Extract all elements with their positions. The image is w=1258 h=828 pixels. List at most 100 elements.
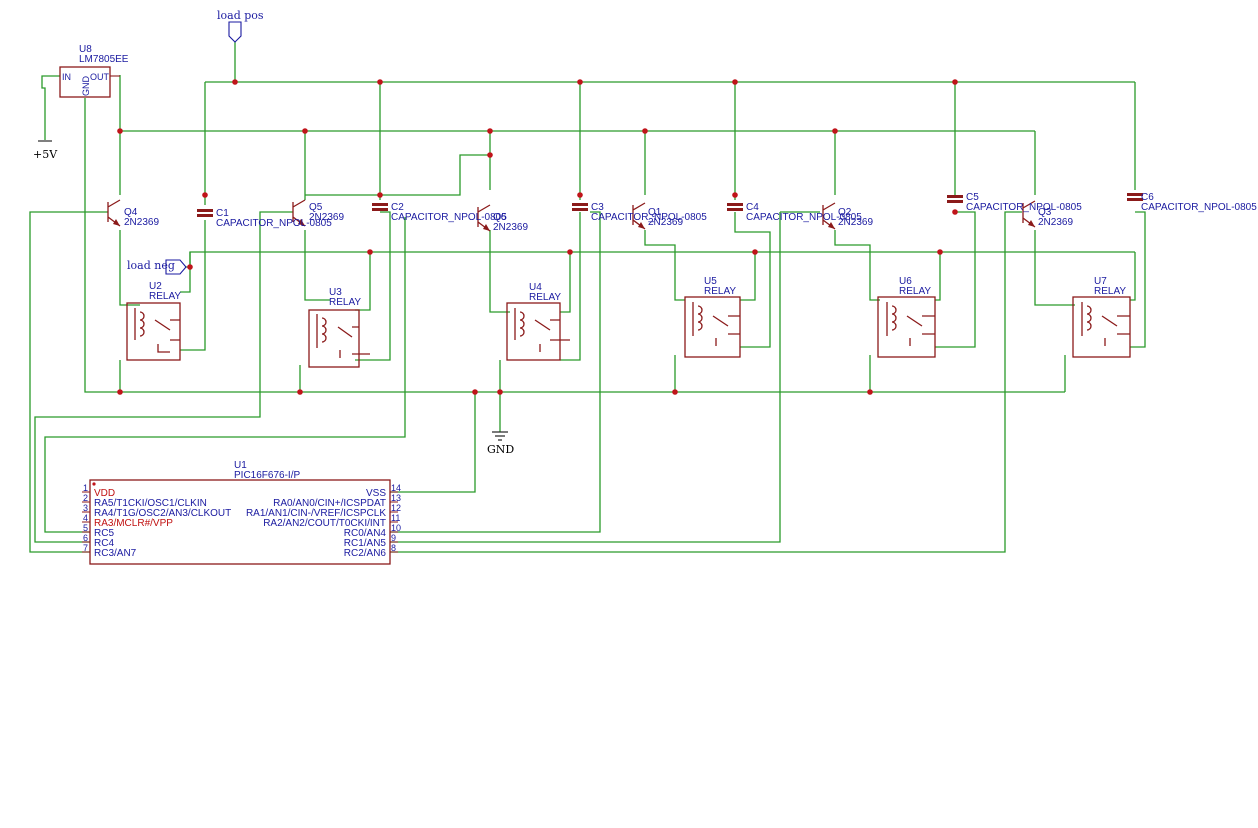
relay-u7[interactable]: U7 RELAY <box>1072 276 1131 358</box>
capacitor-c5[interactable]: C5 CAPACITOR_NPOL-0805 <box>947 192 1082 213</box>
junctions <box>117 79 958 395</box>
q6-value: 2N2369 <box>493 222 528 233</box>
q5-ref: Q5 <box>309 202 323 213</box>
u1-pin12-num: 12 <box>391 503 401 513</box>
q3-value: 2N2369 <box>1038 217 1073 228</box>
q2-value: 2N2369 <box>838 217 873 228</box>
u1-pin-rc2: RC2/AN6 <box>344 548 387 559</box>
c1-ref: C1 <box>216 208 229 219</box>
capacitor-c4[interactable]: C4 CAPACITOR_NPOL-0805 <box>727 202 862 223</box>
c1-value: CAPACITOR_NPOL-0805 <box>216 218 332 229</box>
capacitor-c1[interactable]: C1 CAPACITOR_NPOL-0805 <box>197 208 332 229</box>
u1-pin10-num: 10 <box>391 523 401 533</box>
u1-pin-rc5: RC5 <box>94 528 114 539</box>
transistor-q4[interactable]: Q4 2N2369 <box>107 199 159 228</box>
u1-pin8-num: 8 <box>391 543 396 553</box>
capacitor-c2[interactable]: C2 CAPACITOR_NPOL-0805 <box>372 202 507 223</box>
q1-value: 2N2369 <box>648 217 683 228</box>
u1-pin6-num: 6 <box>83 533 88 543</box>
c3-value: CAPACITOR_NPOL-0805 <box>591 212 707 223</box>
u1-pin3-num: 3 <box>83 503 88 513</box>
gnd-symbol: GND <box>487 431 514 456</box>
load-pos-label: load pos <box>217 9 264 22</box>
c4-ref: C4 <box>746 202 759 213</box>
u1-value: PIC16F676-I/P <box>234 470 300 481</box>
u1-pin9-num: 9 <box>391 533 396 543</box>
transistor-q5[interactable]: Q5 2N2369 <box>292 199 344 227</box>
u8-pin-gnd: GND <box>81 76 91 97</box>
u5-value: RELAY <box>704 286 736 297</box>
u1-pin-ra5: RA5/T1CKI/OSC1/CLKIN <box>94 498 207 509</box>
u1-pin14-num: 14 <box>391 483 401 493</box>
load-neg-label: load neg <box>127 259 175 272</box>
u1-pin13-num: 13 <box>391 493 401 503</box>
capacitor-c6[interactable]: C6 CAPACITOR_NPOL-0805 <box>1127 192 1257 213</box>
u1-pin2-num: 2 <box>83 493 88 503</box>
u6-ref: U6 <box>899 276 912 287</box>
relay-u3[interactable]: U3 RELAY <box>308 287 370 368</box>
c6-value: CAPACITOR_NPOL-0805 <box>1141 202 1257 213</box>
q2-ref: Q2 <box>838 207 852 218</box>
relay-u4[interactable]: U4 RELAY <box>506 282 570 361</box>
load-neg-flag[interactable]: load neg <box>127 259 187 275</box>
u3-ref: U3 <box>329 287 342 298</box>
mcu-u1[interactable]: U1 PIC16F676-I/P 1 2 3 4 5 6 7 VDD RA5/T… <box>82 460 401 565</box>
transistor-q2[interactable]: Q2 2N2369 <box>822 202 873 230</box>
c5-value: CAPACITOR_NPOL-0805 <box>966 202 1082 213</box>
c5-ref: C5 <box>966 192 979 203</box>
u1-pin-rc3: RC3/AN7 <box>94 548 137 559</box>
u1-pin-ra0: RA0/AN0/CIN+/ICSPDAT <box>273 498 386 509</box>
u7-value: RELAY <box>1094 286 1126 297</box>
regulator-u8[interactable]: U8 LM7805EE IN OUT GND <box>59 44 129 98</box>
u1-pin1-num: 1 <box>83 483 88 493</box>
c3-ref: C3 <box>591 202 604 213</box>
u1-pin11-num: 11 <box>391 513 400 523</box>
u7-ref: U7 <box>1094 276 1107 287</box>
q4-ref: Q4 <box>124 207 138 218</box>
relay-u5[interactable]: U5 RELAY <box>684 276 741 358</box>
u2-ref: U2 <box>149 281 162 292</box>
c4-value: CAPACITOR_NPOL-0805 <box>746 212 862 223</box>
u1-pin4-num: 4 <box>83 513 88 523</box>
u1-ref: U1 <box>234 460 247 471</box>
u8-pin-in: IN <box>62 72 71 82</box>
c2-ref: C2 <box>391 202 404 213</box>
plus5v-label: +5V <box>33 148 58 161</box>
relay-u2[interactable]: U2 RELAY <box>126 281 181 361</box>
u1-pin-ra3: RA3/MCLR#/VPP <box>94 518 173 529</box>
u8-value: LM7805EE <box>79 54 129 65</box>
u8-pin-out: OUT <box>90 72 110 82</box>
c6-ref: C6 <box>1141 192 1154 203</box>
u1-pin-ra4: RA4/T1G/OSC2/AN3/CLKOUT <box>94 508 231 519</box>
u1-pin-vdd: VDD <box>94 488 115 499</box>
wires <box>29 42 1146 553</box>
u1-pin-vss: VSS <box>366 488 386 499</box>
q1-ref: Q1 <box>648 207 662 218</box>
transistor-q1[interactable]: Q1 2N2369 <box>632 202 683 230</box>
capacitor-c3[interactable]: C3 CAPACITOR_NPOL-0805 <box>572 202 707 223</box>
transistor-q3[interactable]: Q3 2N2369 <box>1022 200 1073 228</box>
u8-ref: U8 <box>79 44 92 55</box>
u1-pin-rc0: RC0/AN4 <box>344 528 387 539</box>
transistor-q6[interactable]: Q6 2N2369 <box>477 204 528 233</box>
u1-pin-ra1: RA1/AN1/CIN-/VREF/ICSPCLK <box>246 508 386 519</box>
u4-ref: U4 <box>529 282 542 293</box>
gnd-label: GND <box>487 443 514 456</box>
u5-ref: U5 <box>704 276 717 287</box>
u3-value: RELAY <box>329 297 361 308</box>
relay-u6[interactable]: U6 RELAY <box>877 276 936 358</box>
plus5v-symbol: +5V <box>33 140 58 161</box>
q5-value: 2N2369 <box>309 212 344 223</box>
u1-pin-rc1: RC1/AN5 <box>344 538 387 549</box>
u1-pin5-num: 5 <box>83 523 88 533</box>
u1-pin-rc4: RC4 <box>94 538 114 549</box>
u1-pin-ra2: RA2/AN2/COUT/T0CKI/INT <box>263 518 386 529</box>
u1-pin7-num: 7 <box>83 543 88 553</box>
q3-ref: Q3 <box>1038 207 1052 218</box>
load-pos-flag[interactable]: load pos <box>217 9 264 43</box>
q4-value: 2N2369 <box>124 217 159 228</box>
u2-value: RELAY <box>149 291 181 302</box>
c2-value: CAPACITOR_NPOL-0805 <box>391 212 507 223</box>
